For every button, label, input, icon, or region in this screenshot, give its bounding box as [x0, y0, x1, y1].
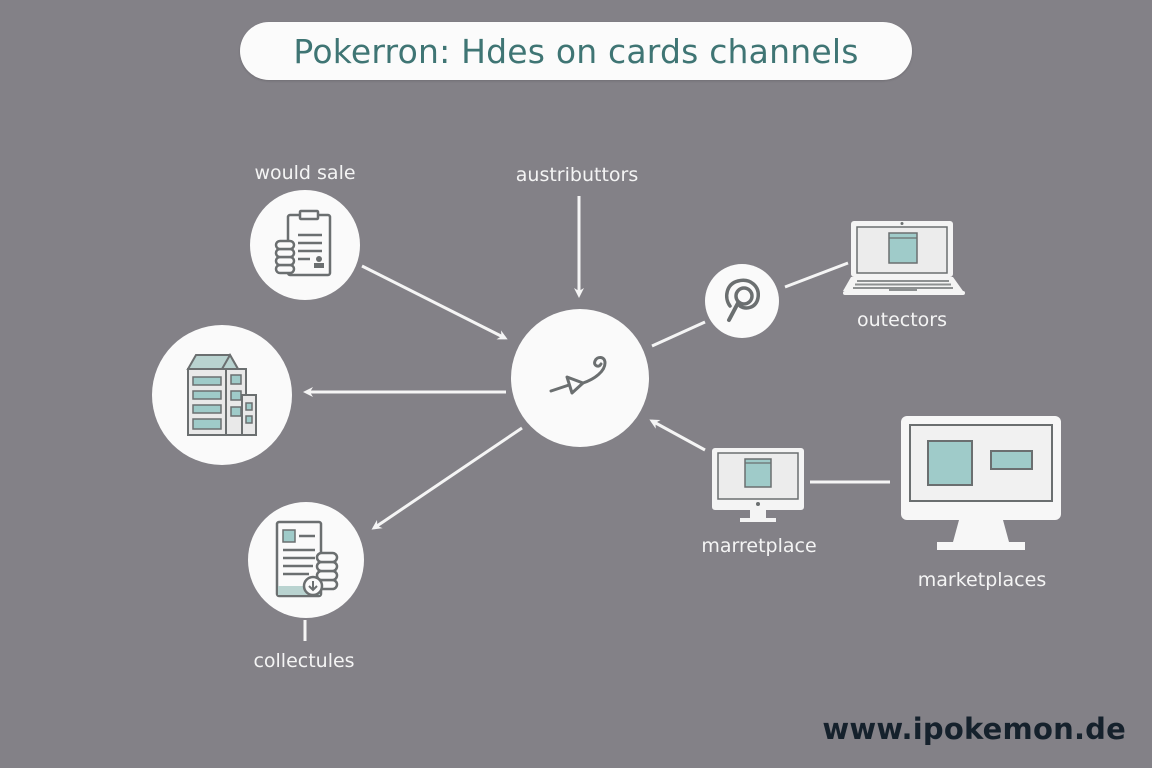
clipboard-coins-icon [274, 209, 332, 277]
title-banner: Pokerron: Hdes on cards channels [240, 22, 912, 80]
hub-node[interactable] [511, 309, 649, 447]
edge-pinterest-to-outectors [784, 261, 849, 289]
label-outectors: outectors [856, 309, 948, 331]
desktop-monitor-icon [712, 448, 804, 522]
pinterest-icon [724, 278, 760, 322]
marretplace-node[interactable] [712, 446, 806, 526]
pinterest-node[interactable] [705, 264, 779, 338]
page-title: Pokerron: Hdes on cards channels [293, 31, 859, 71]
outectors-node[interactable] [843, 219, 965, 297]
marketplaces-node[interactable] [901, 416, 1061, 552]
edge-hub-to-pinterest [651, 320, 706, 348]
building-icon [186, 353, 257, 436]
label-marretplace: marretplace [701, 535, 817, 557]
label-would-sale: would sale [254, 162, 356, 184]
label-marketplaces: marketplaces [917, 569, 1047, 591]
large-monitor-icon [901, 416, 1061, 550]
edge-hub-to-collectules [371, 426, 523, 530]
laptop-icon [843, 221, 965, 295]
flow-arrow-icon [549, 356, 607, 395]
would-sale-node[interactable] [250, 190, 360, 300]
document-coins-icon [275, 520, 339, 598]
label-collectules: collectules [253, 650, 355, 672]
edge-would-sale-to-hub [361, 264, 508, 340]
label-austributtors: austributtors [515, 164, 639, 186]
building-node[interactable] [152, 325, 292, 465]
collectules-node[interactable] [248, 502, 364, 618]
edge-marretplace-to-hub [649, 419, 706, 452]
watermark-url: www.ipokemon.de [822, 712, 1126, 746]
